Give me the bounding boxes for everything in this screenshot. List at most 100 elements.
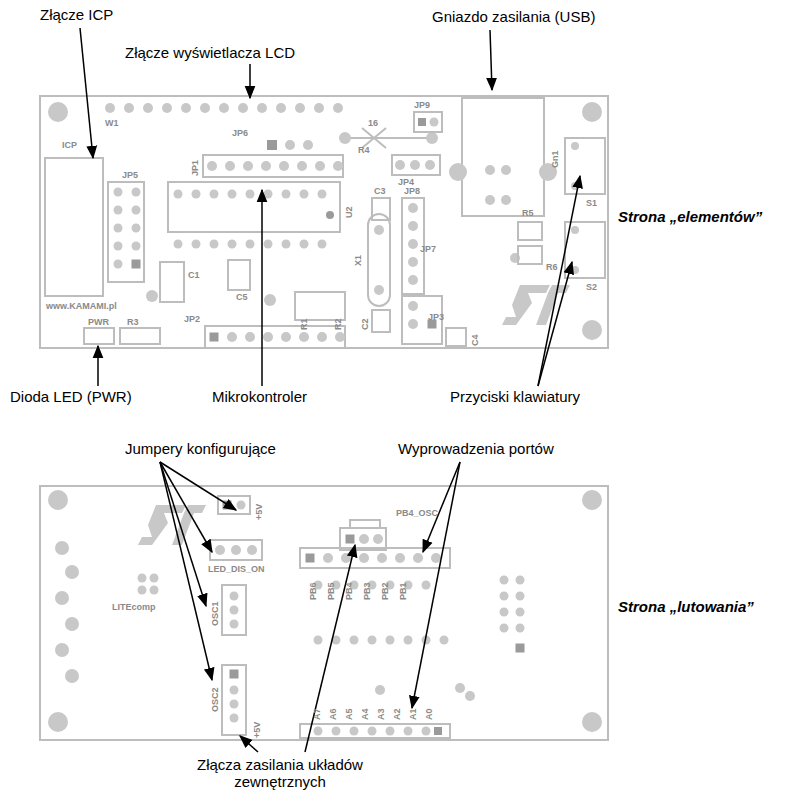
- pcb-board: [40, 486, 608, 740]
- silkscreen-label: S1: [586, 198, 597, 208]
- solder-pad: [247, 545, 257, 555]
- jumper-outline: [210, 540, 262, 560]
- solder-pad: [500, 624, 509, 633]
- solder-pad: [55, 541, 69, 555]
- solder-pad: [501, 165, 511, 175]
- solder-pad: [386, 727, 395, 736]
- solder-pad: [230, 606, 239, 615]
- solder-pad: [282, 190, 291, 199]
- silkscreen-label: Gn1: [550, 150, 560, 168]
- silkscreen-label: R4: [358, 145, 370, 155]
- solder-pad: [300, 190, 309, 199]
- solder-pad: [377, 553, 387, 563]
- square-pad: [434, 727, 442, 735]
- ic-outline: [168, 182, 340, 232]
- solder-pad: [105, 103, 115, 113]
- silkscreen-label: A6: [328, 708, 338, 720]
- callout-label: Gniazdo zasilania (USB): [432, 8, 595, 25]
- leader-arrow: [160, 462, 236, 510]
- resistor-outline: [295, 292, 345, 320]
- solder-pad: [210, 240, 219, 249]
- solder-pad: [335, 332, 345, 342]
- silkscreen-label: R2: [333, 318, 343, 330]
- pin1-mark: [326, 211, 334, 219]
- silkscreen-label: PWR: [88, 317, 109, 327]
- jp5-header: [108, 182, 144, 282]
- jp4-header: [392, 155, 440, 175]
- silkscreen-label: U2: [344, 206, 354, 218]
- callout-label: Przyciski klawiatury: [450, 388, 580, 405]
- square-pad: [306, 554, 315, 563]
- solder-pad: [192, 190, 201, 199]
- solder-pad: [282, 240, 291, 249]
- silkscreen-label: A1: [408, 708, 418, 720]
- solder-pad: [303, 140, 313, 150]
- silk-bracket: [350, 520, 380, 528]
- solder-pad: [55, 591, 69, 605]
- cap-outline: [160, 262, 184, 302]
- square-pad: [230, 670, 239, 679]
- via: [455, 683, 465, 693]
- square-pad: [210, 333, 219, 342]
- silkscreen-label: JP7: [420, 244, 436, 254]
- solder-pad: [215, 545, 225, 555]
- solder-pad: [333, 161, 343, 171]
- leader-arrow: [490, 30, 492, 90]
- solder-pad: [230, 686, 239, 695]
- solder-pad: [500, 592, 509, 601]
- solder-pad: [65, 565, 79, 579]
- solder-pad: [368, 727, 377, 736]
- solder-pad: [408, 257, 418, 267]
- via: [264, 294, 276, 306]
- mounting-hole: [582, 490, 602, 510]
- silkscreen-label: C2: [360, 318, 370, 330]
- square-pad: [267, 140, 277, 150]
- solder-pad: [516, 608, 525, 617]
- solder-pad: [386, 636, 395, 645]
- silkscreen-label: C1: [188, 270, 200, 280]
- solder-pad: [425, 160, 435, 170]
- via: [146, 290, 158, 302]
- silkscreen-label: A4: [360, 708, 370, 720]
- solder-pad: [231, 545, 241, 555]
- header-outline: [340, 528, 386, 550]
- solder-pad: [410, 160, 420, 170]
- solder-pad: [230, 700, 239, 709]
- silkscreen-label: PB5: [326, 582, 336, 600]
- pcb-board: [40, 96, 608, 348]
- silkscreen-label: A0: [424, 708, 434, 720]
- solder-pad: [571, 226, 579, 234]
- silkscreen-label: A5: [344, 708, 354, 720]
- silkscreen-label: OSC1: [210, 601, 220, 626]
- solder-pad: [114, 188, 123, 197]
- silkscreen-label: R3: [127, 317, 139, 327]
- solder-pad: [485, 165, 495, 175]
- solder-pad: [227, 332, 237, 342]
- leader-arrow: [412, 462, 460, 708]
- solder-pad: [333, 103, 343, 113]
- solder-pad: [314, 636, 323, 645]
- solder-pad: [350, 727, 359, 736]
- silkscreen-label: JP5: [122, 170, 138, 180]
- silkscreen-label: JP9: [414, 100, 430, 110]
- solder-pad: [408, 221, 418, 231]
- solder-pad: [132, 206, 141, 215]
- silkscreen-label: R6: [546, 262, 558, 272]
- silkscreen-label: JP4: [398, 177, 414, 187]
- jp9-header: [414, 112, 442, 132]
- leader-arrow: [80, 28, 93, 158]
- solder-pad: [257, 103, 267, 113]
- leader-arrow: [240, 736, 258, 752]
- leader-arrow: [249, 64, 251, 98]
- header-outline: [300, 724, 450, 738]
- callout-label: Mikrokontroler: [212, 388, 307, 405]
- callout-label: Złącza zasilania układów zewnętrznych: [170, 756, 390, 791]
- solder-pad: [138, 574, 147, 583]
- solder-pad: [143, 103, 153, 113]
- cap-outline: [372, 310, 390, 332]
- solder-pad: [571, 266, 579, 274]
- solder-pad: [281, 332, 291, 342]
- silkscreen-label: 16: [368, 118, 378, 128]
- silkscreen-label: PB2: [380, 582, 390, 600]
- solder-pad: [192, 240, 201, 249]
